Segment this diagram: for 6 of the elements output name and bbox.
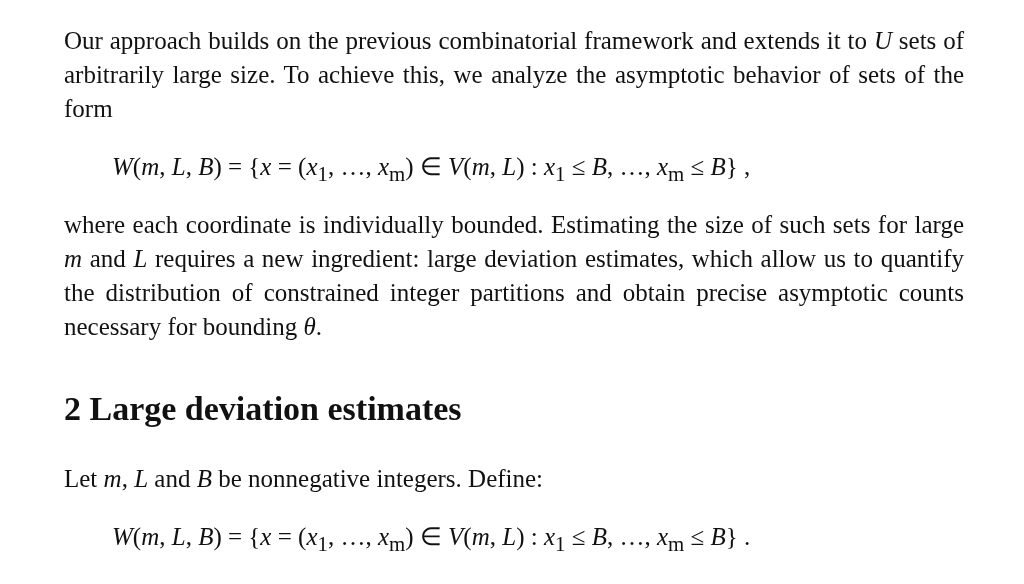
formula: W(m, L, B) = {x = (x$_{1}$, …, x$_{m}$) ∈ V(m, L) : x$_{1}$ ≤ B, …, x$_{m}$ ≤ B} , <box>112 152 751 188</box>
formula: W(m, L, B) = {x = (x$_{1}$, …, x$_{m}$) ∈ V(m, L) : x$_{1}$ ≤ B, …, x$_{m}$ ≤ B} . <box>112 522 751 558</box>
section-heading: 2 Large deviation estimates <box>64 392 462 426</box>
paragraph: Let m, L and B be nonnegative integers. Define: <box>64 464 545 494</box>
paragraph: where each coordinate is individually bounded. Estimating the size of such sets for large m and L requires a new ingredient: large deviation estimates, which allow us to quantify the distribution of constrained integer partitions and obtain precise asymptotic counts necessary for bounding θ. <box>64 210 964 342</box>
paragraph: Our approach builds on the previous combinatorial framework and extends it to U sets of arbitrarily large size. To achieve this, we analyze the asymptotic behavior of sets of the form <box>64 26 964 124</box>
